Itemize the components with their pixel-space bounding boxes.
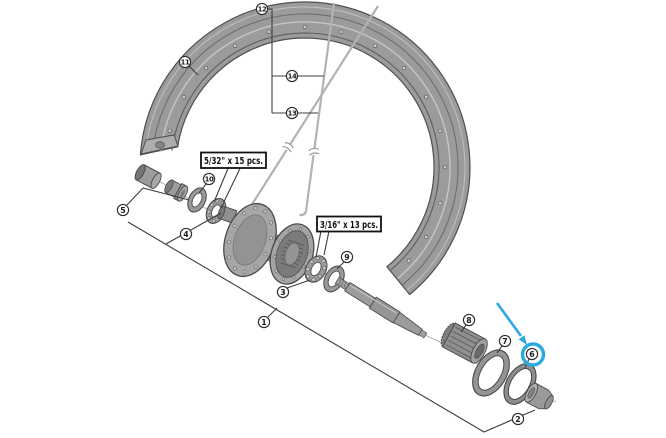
callout-3-label: 3: [280, 288, 285, 297]
hub-right-flange: [269, 223, 315, 285]
callout-2: 2: [511, 412, 525, 426]
callout-4: 4: [179, 227, 193, 241]
highlight-arrow-shaft: [495, 302, 523, 337]
axle: [334, 276, 428, 339]
callout-10-label: 10: [205, 176, 214, 184]
callout-1-label: 1: [261, 318, 266, 327]
callout-13: 13: [285, 106, 299, 120]
bracket-line-5: [126, 187, 190, 206]
freehub-body: [440, 322, 488, 364]
callout-14-label: 14: [288, 73, 297, 81]
callout-11: 11: [178, 55, 192, 69]
callout-12: 12: [255, 2, 269, 16]
spec-box-large-spokes: 3/16" x 13 pcs.: [316, 215, 382, 233]
callout-5-label: 5: [120, 206, 125, 215]
spoke-break-marks: [281, 141, 320, 156]
hub-left-flange: [223, 203, 277, 277]
callout-8-label: 8: [466, 316, 471, 325]
spec-large-leaders: [315, 230, 330, 258]
spoke-straight: [304, 2, 336, 212]
leader-1: [267, 307, 278, 318]
callout-11-label: 11: [181, 59, 190, 67]
hub-right-flange-holes: [273, 227, 311, 281]
freehub-splines: [445, 326, 484, 361]
callout-6-label: 6: [529, 350, 534, 359]
callout-12-label: 12: [258, 6, 267, 14]
spoke-cross: [250, 5, 379, 207]
leader-9: [336, 261, 345, 270]
washer-10: [187, 187, 207, 213]
axle-end-cap: [524, 382, 554, 410]
callout-7-label: 7: [502, 337, 507, 346]
spoke-elbow-hook: [299, 210, 308, 217]
callout-1: 1: [257, 315, 271, 329]
callout-9-label: 9: [344, 253, 349, 262]
leader-8: [460, 324, 467, 333]
highlight-ring-icon: [520, 342, 546, 367]
bracket-line-12: [268, 8, 273, 113]
callout-2-label: 2: [515, 415, 520, 424]
rim-inner-lip: [171, 32, 440, 271]
spec-small-leaders: [213, 168, 241, 209]
spec-box-small-spokes: 5/32" x 15 pcs.: [200, 151, 267, 169]
axle-thread-hatch: [338, 278, 347, 289]
callout-6: 6: [525, 347, 539, 361]
leader-7: [496, 345, 503, 354]
rim-end-hole: [155, 141, 165, 149]
hub-left-flange-holes: [227, 206, 273, 274]
callout-10: 10: [202, 172, 216, 186]
callout-8: 8: [462, 313, 476, 327]
bearing-retainer-right: [304, 255, 328, 283]
callout-4-label: 4: [183, 230, 189, 239]
callout-3: 3: [276, 285, 290, 299]
end-cap-left-outer: [134, 164, 162, 189]
callout-14: 14: [285, 69, 299, 83]
spec-box-small-label: 5/32" x 15 pcs.: [204, 156, 263, 167]
seal-ring-7: [472, 349, 510, 397]
leader-3: [286, 279, 311, 289]
leader-10: [198, 183, 207, 194]
spec-box-large-label: 3/16" x 13 pcs.: [320, 220, 378, 231]
callout-13-label: 13: [288, 110, 297, 118]
callouts: 1 2 3 4 5 6 7 8: [116, 2, 539, 426]
rim-spoke-holes: [167, 24, 448, 263]
rim-groove-arc: [152, 13, 459, 286]
highlight-arrow-head-icon: [518, 335, 527, 345]
bracket-line-4: [165, 212, 222, 245]
callout-9: 9: [340, 250, 354, 264]
highlight: [495, 302, 546, 367]
leader-11: [188, 65, 199, 76]
hub-body: [217, 203, 315, 285]
spokes: [249, 2, 379, 217]
callout-5: 5: [116, 203, 130, 217]
callout-7: 7: [498, 334, 512, 348]
